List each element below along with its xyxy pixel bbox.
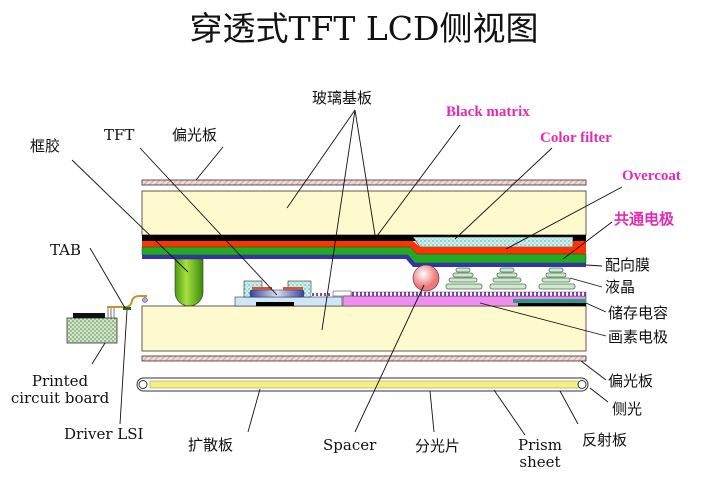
label-side-light: 侧光 <box>612 400 643 418</box>
tft-contact <box>252 287 272 290</box>
label-driver-lsi: Driver LSI <box>64 425 144 443</box>
alignment-film-bottom <box>351 291 587 297</box>
label-tab: TAB <box>50 241 82 259</box>
storage-capacitor-base <box>518 303 586 306</box>
label-reflector: 反射板 <box>582 431 628 449</box>
lamp-left <box>138 380 148 389</box>
label-overcoat: Overcoat <box>622 168 681 184</box>
sealant-column <box>174 258 204 307</box>
label-glass-substrate: 玻璃基板 <box>312 89 373 107</box>
tab-bump <box>142 297 148 303</box>
label-prism-line2: sheet <box>519 453 561 471</box>
label-pcb: Printed circuit board <box>8 373 112 407</box>
label-pixel-electrode: 画素电极 <box>608 328 669 346</box>
top-glass <box>141 190 587 236</box>
label-liquid-crystal: 液晶 <box>605 278 636 296</box>
label-tft: TFT <box>104 126 135 144</box>
alignment-film-top <box>142 255 586 267</box>
leader-lines <box>71 109 623 436</box>
label-black-matrix: Black matrix <box>446 104 530 120</box>
label-bottom-polarizer: 偏光板 <box>608 372 654 390</box>
label-alignment-film: 配向膜 <box>605 256 651 274</box>
label-spacer: Spacer <box>323 436 377 454</box>
black-matrix <box>142 235 586 241</box>
color-filter <box>412 236 574 248</box>
tft-contact <box>283 287 303 290</box>
label-common-electrode: 共通电极 <box>614 212 675 228</box>
label-color-filter: Color filter <box>540 130 612 146</box>
tft-pad <box>332 290 352 297</box>
tft-gate <box>256 302 294 306</box>
driver-lsi-chip <box>123 307 131 310</box>
label-light-guide: 分光片 <box>415 437 461 455</box>
label-top-polarizer: 偏光板 <box>172 126 218 144</box>
tab-flex <box>107 295 147 308</box>
lamp-right <box>577 380 587 389</box>
pcb-connector <box>107 308 115 318</box>
diagram-title: 穿透式TFT LCD侧视图 <box>189 9 539 48</box>
bottom-polarizer <box>141 355 587 362</box>
pcb <box>66 317 118 344</box>
label-prism-sheet: Prism sheet <box>510 437 570 471</box>
spacer-ball <box>412 264 440 292</box>
diffuser-sheet <box>149 380 581 389</box>
label-diffuser: 扩散板 <box>188 436 234 454</box>
label-storage-capacitor: 储存电容 <box>608 304 669 322</box>
liquid-crystal-molecules <box>445 267 576 290</box>
top-polarizer <box>141 179 587 186</box>
tft-passivation <box>311 293 331 296</box>
bottom-glass <box>141 305 587 352</box>
pcb-chip <box>73 313 105 318</box>
label-sealant: 框胶 <box>30 137 61 155</box>
label-pcb-line1: Printed <box>31 372 89 390</box>
storage-capacitor <box>513 299 586 303</box>
tft-island <box>249 289 305 298</box>
label-pcb-line2: circuit board <box>10 389 110 407</box>
overcoat-layer <box>142 241 586 254</box>
label-prism-line1: Prism <box>518 436 562 454</box>
